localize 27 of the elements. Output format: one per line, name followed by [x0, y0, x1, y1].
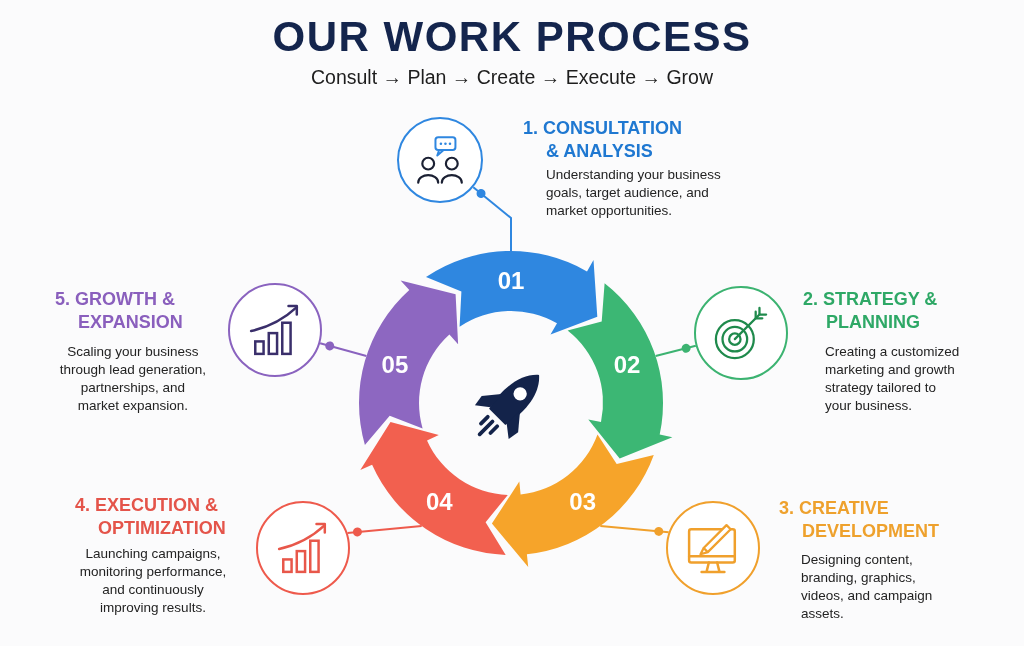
- step-number: 03: [569, 488, 597, 515]
- step-description: Understanding your business goals, target audience, and market opportunities.: [546, 166, 722, 220]
- step-heading: 4. EXECUTION & OPTIMIZATION: [75, 494, 227, 540]
- curved-arrow-segment: [359, 280, 459, 445]
- step-description: Launching campaigns, monitoring performance, and continuously improving results.: [78, 545, 228, 617]
- step-number: 05: [381, 352, 409, 379]
- leader-line: [472, 186, 512, 252]
- curved-arrow-segment: [360, 422, 508, 555]
- leader-line: [346, 525, 423, 537]
- step-description: Scaling your business through lead generation, partnerships, and market expansion.: [59, 343, 207, 415]
- curved-arrow-segment: [567, 283, 673, 459]
- step-heading: 3. CREATIVE DEVELOPMENT: [779, 497, 940, 543]
- step-heading: 1. CONSULTATION & ANALYSIS: [523, 117, 683, 163]
- step-number: 01: [497, 268, 525, 294]
- step-description: Creating a customized marketing and growth strategy tailored to your business.: [825, 343, 961, 415]
- curved-arrow-segment: [491, 434, 654, 568]
- leader-line: [654, 343, 697, 357]
- subtitle: Consult → Plan → Create → Execute → Grow: [310, 65, 714, 89]
- leader-line: [599, 525, 670, 536]
- title: OUR WORK PROCESS: [272, 13, 752, 61]
- step-heading: 5. GROWTH & EXPANSION: [55, 288, 184, 334]
- step-number: 04: [425, 488, 453, 515]
- leader-line: [319, 341, 368, 357]
- step-description: Designing content, branding, graphics, videos, and campaign assets.: [801, 551, 934, 623]
- step-number: 02: [613, 352, 641, 379]
- step-heading: 2. STRATEGY & PLANNING: [803, 288, 939, 334]
- curved-arrow-segment: [426, 251, 598, 335]
